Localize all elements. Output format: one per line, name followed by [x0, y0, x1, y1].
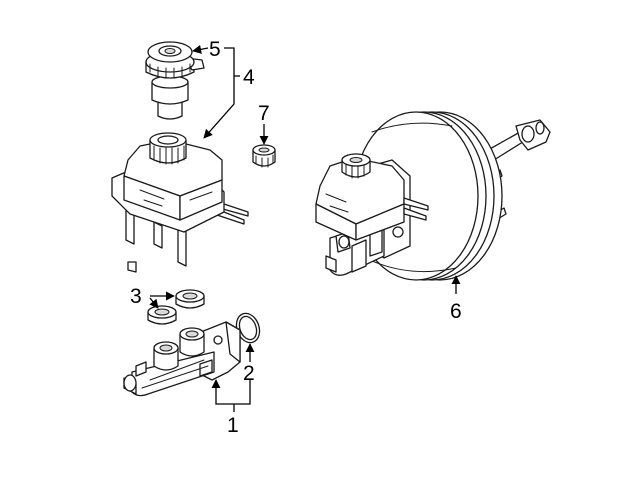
callout-3: 3 — [130, 285, 142, 308]
callout-5: 5 — [209, 38, 221, 61]
o-ring-part-2 — [235, 312, 261, 344]
reservoir-cap-part-5 — [145, 41, 205, 120]
master-cylinder-part-1 — [123, 321, 241, 397]
grommet-part-7 — [252, 144, 276, 168]
brake-booster-part-6 — [315, 111, 551, 281]
callout-leaders — [149, 44, 461, 412]
callout-1: 1 — [227, 414, 239, 437]
callout-4: 4 — [243, 66, 255, 89]
callout-2: 2 — [243, 362, 255, 385]
seals-part-3 — [147, 289, 205, 325]
fluid-reservoir-part-4 — [111, 132, 249, 273]
callout-7: 7 — [258, 102, 270, 125]
callout-6: 6 — [450, 300, 462, 323]
